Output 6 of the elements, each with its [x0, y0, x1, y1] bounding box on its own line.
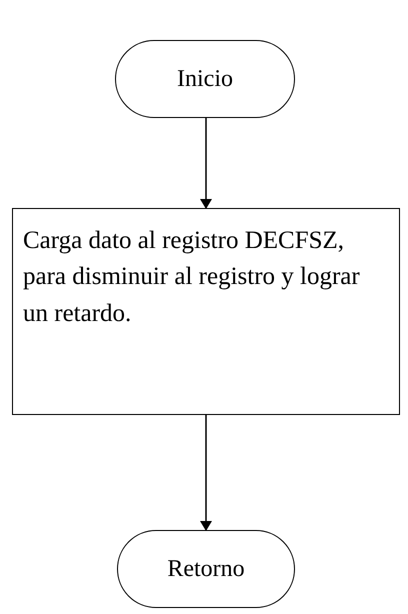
node-text: Retorno [167, 554, 245, 584]
arrow [200, 118, 212, 209]
node-text: Inicio [177, 64, 233, 94]
node-text: Carga dato al registro DECFSZ, para disminuir al registro y lograr un retardo. [23, 226, 361, 328]
arrow [200, 415, 212, 531]
process-box [12, 208, 400, 415]
